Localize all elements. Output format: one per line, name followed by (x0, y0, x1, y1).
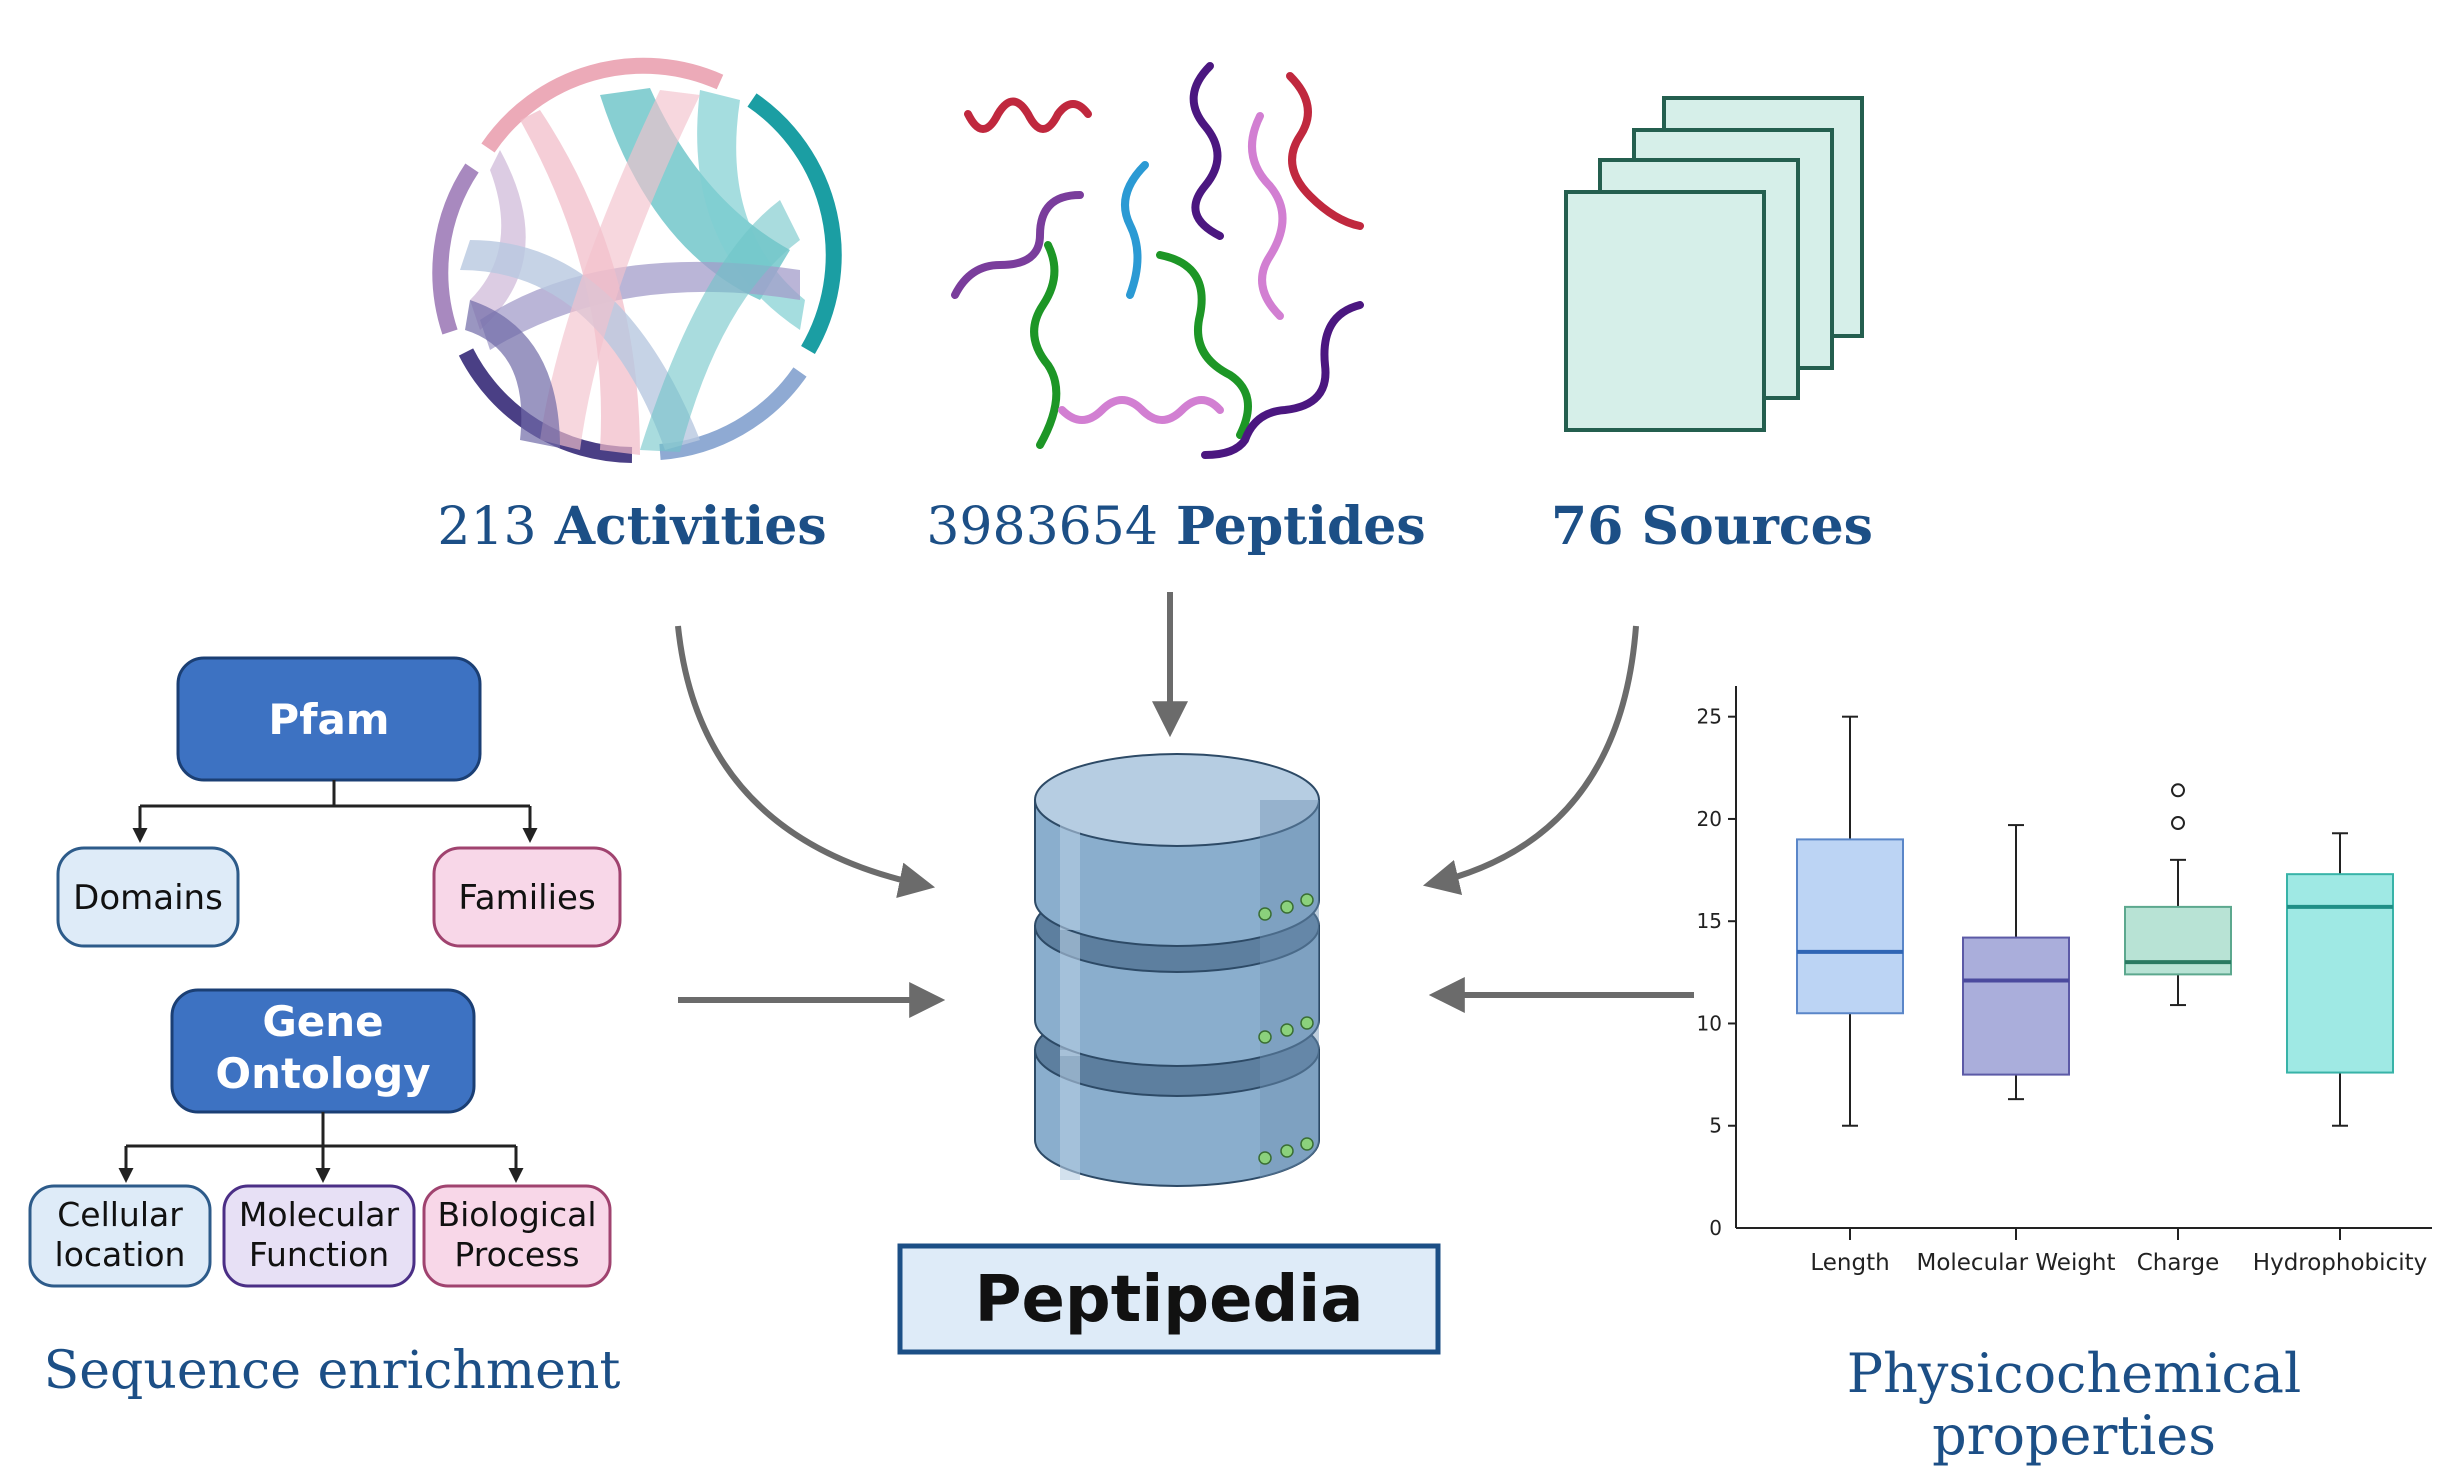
molecular-function-label-line2: Function (249, 1235, 389, 1274)
database-icon (1034, 753, 1320, 1187)
database-label-box (897, 1243, 1441, 1355)
gene-ontology-label-line1: Gene (262, 997, 383, 1046)
pfam-node (176, 656, 482, 782)
physchem-heading-line1: Physicochemical (1847, 1342, 2302, 1405)
gene-ontology-label-line2: Ontology (215, 1049, 430, 1098)
outlier-point (2171, 783, 2185, 798)
molecular-function-label-line1: Molecular (239, 1195, 400, 1234)
enrichment-tree: Pfam Domains Families Gene Ontology Cell… (28, 656, 622, 1288)
x-tick-label: Length (1810, 1250, 1889, 1276)
cellular-location-node (28, 1184, 212, 1288)
sources-stat: 76 Sources (1551, 496, 1873, 557)
peptides-stat: 3983654 Peptides (926, 496, 1425, 557)
biological-process-label-line1: Biological (437, 1195, 596, 1234)
biological-process-node (422, 1184, 612, 1288)
families-label: Families (458, 878, 595, 918)
x-tick-label: Molecular Weight (1916, 1250, 2115, 1276)
arrow-sources-to-db (1422, 625, 1639, 896)
y-tick-label: 20 (1697, 807, 1722, 831)
outlier-point (2171, 816, 2185, 831)
domains-label: Domains (73, 878, 223, 918)
flow-arrows (675, 592, 1694, 1018)
arrow-activities-to-db (675, 625, 936, 898)
pfam-label: Pfam (268, 695, 389, 744)
box-molecular-weight (1962, 936, 2070, 1076)
box-length (1796, 838, 1904, 1015)
biological-process-label-line2: Process (454, 1235, 579, 1274)
y-tick-label: 10 (1697, 1011, 1722, 1035)
x-tick-label: Charge (2137, 1250, 2220, 1276)
activities-stat: 213 Activities (437, 496, 826, 557)
physchem-heading-line2: properties (1932, 1404, 2216, 1466)
domains-node (56, 846, 240, 948)
families-node (432, 846, 622, 948)
molecular-function-node (222, 1184, 416, 1288)
peptides-icon (951, 62, 1364, 459)
cellular-location-label-line1: Cellular (57, 1195, 183, 1234)
cellular-location-label-line2: location (55, 1235, 186, 1274)
sources-icon (1564, 96, 1864, 432)
chord-diagram-icon (432, 57, 842, 463)
box-hydrophobicity (2286, 873, 2394, 1074)
box-charge (2124, 905, 2232, 976)
y-tick-label: 25 (1697, 705, 1722, 729)
y-tick-label: 5 (1709, 1114, 1722, 1138)
y-tick-label: 15 (1697, 909, 1722, 933)
y-tick-label: 0 (1709, 1216, 1722, 1240)
enrichment-heading: Sequence enrichment (44, 1341, 621, 1401)
database-title: Peptipedia (975, 1263, 1364, 1337)
x-tick-label: Hydrophobicity (2253, 1250, 2427, 1276)
